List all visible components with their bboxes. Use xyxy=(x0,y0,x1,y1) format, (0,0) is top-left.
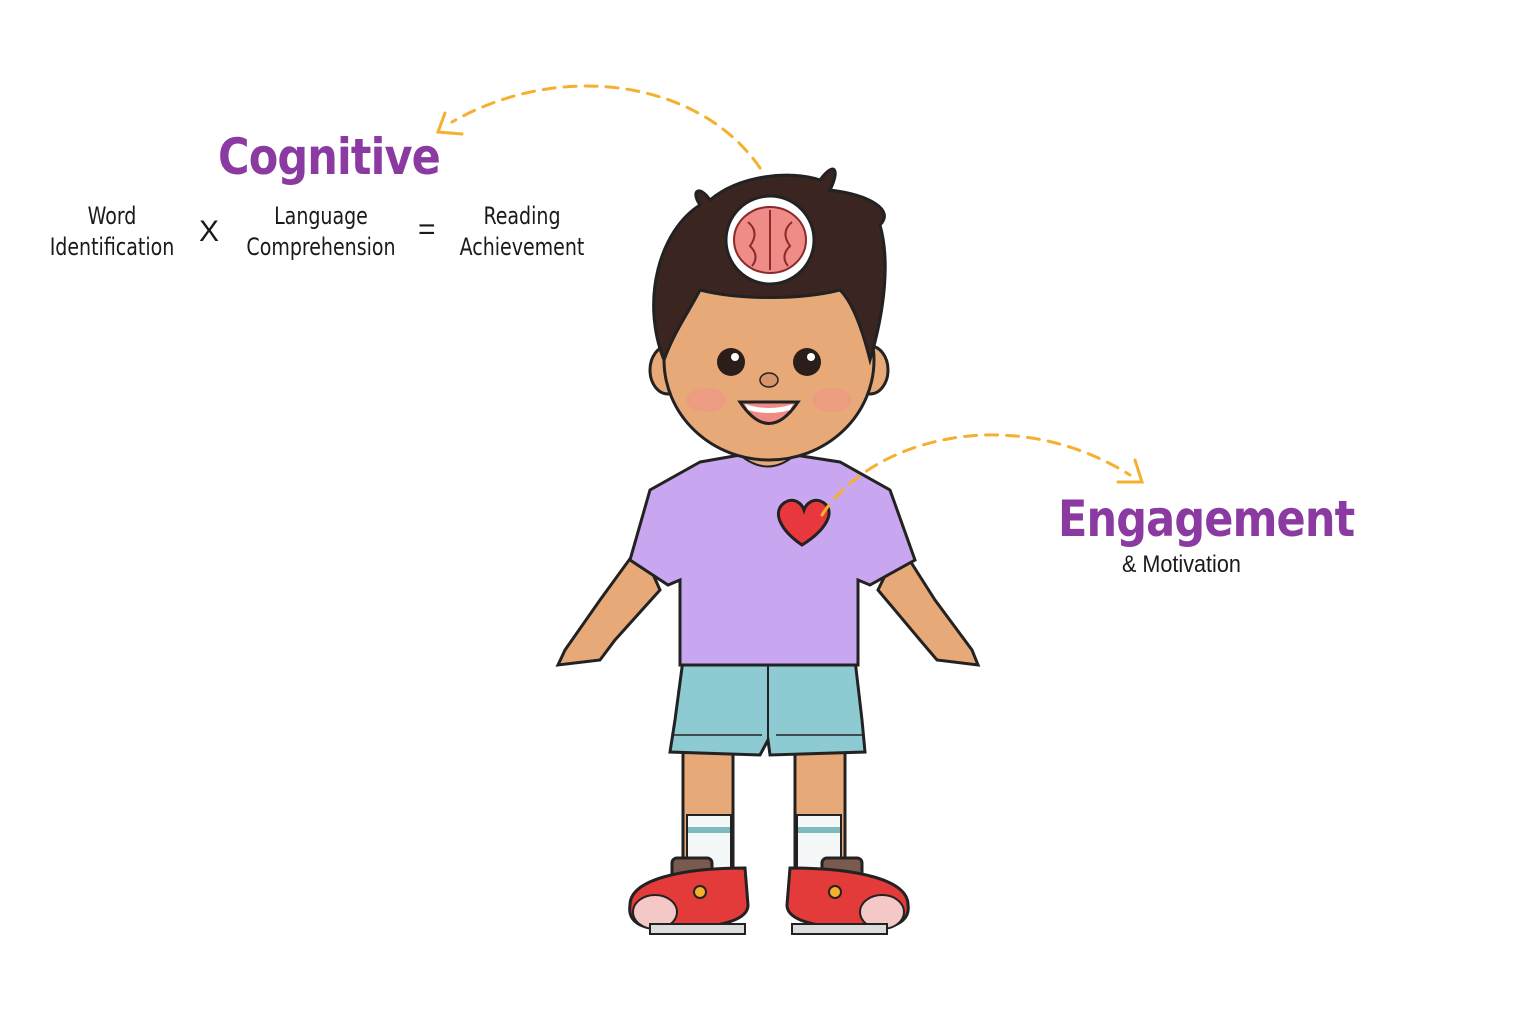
cognitive-title: Cognitive xyxy=(218,128,441,186)
term-word-identification: Word Identification xyxy=(45,201,179,263)
engagement-title: Engagement xyxy=(1058,490,1355,548)
brain-icon xyxy=(724,194,816,286)
term-line: Identification xyxy=(49,233,175,261)
shorts xyxy=(668,658,867,757)
term-line: Comprehension xyxy=(246,233,396,261)
term-reading-achievement: Reading Achievement xyxy=(457,201,587,263)
cognitive-arrow-head xyxy=(435,111,464,136)
engagement-subtitle: & Motivation xyxy=(1122,551,1241,578)
term-line: Word xyxy=(87,202,137,230)
term-line: Achievement xyxy=(459,233,585,261)
equals-operator: = xyxy=(418,213,436,246)
multiply-operator: X xyxy=(199,215,220,248)
term-line: Language xyxy=(274,202,368,230)
right-shoe xyxy=(785,856,910,935)
term-line: Reading xyxy=(483,202,561,230)
left-shoe xyxy=(628,856,750,935)
term-language-comprehension: Language Comprehension xyxy=(243,201,400,263)
heart-icon xyxy=(777,498,831,547)
cognitive-arrow xyxy=(450,84,762,170)
shirt xyxy=(628,453,917,667)
engagement-arrow xyxy=(820,433,1145,517)
